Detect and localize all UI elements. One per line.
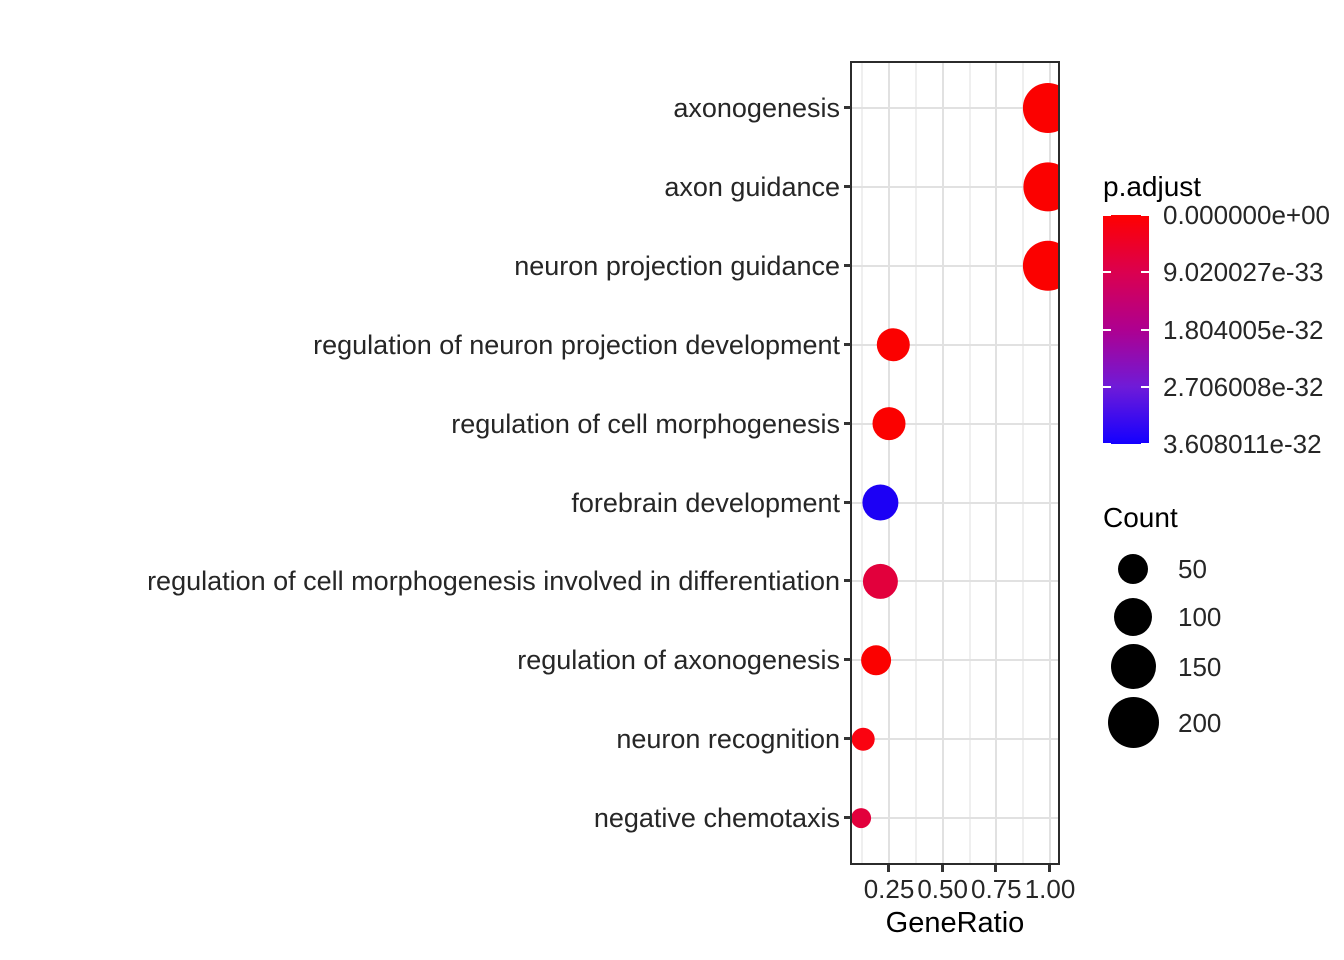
gridline-x-major bbox=[941, 63, 944, 863]
gridline-row bbox=[852, 501, 1058, 504]
dot-axon-guidance bbox=[1023, 162, 1058, 212]
colorbar-tick-label: 0.000000e+00 bbox=[1163, 200, 1331, 230]
gridline-row bbox=[852, 343, 1058, 346]
x-axis-title: GeneRatio bbox=[885, 907, 1025, 939]
y-axis-tick bbox=[844, 658, 851, 662]
dot-regulation-of-cell-morphogenesis-involved-in-differentiation bbox=[862, 563, 898, 599]
colorbar-tick-right bbox=[1141, 328, 1149, 331]
y-axis-tick bbox=[844, 500, 851, 504]
y-axis-tick bbox=[844, 184, 851, 188]
gridline-row bbox=[852, 422, 1058, 425]
x-axis-tick bbox=[994, 865, 998, 872]
x-axis-tick-label: 0.50 bbox=[917, 874, 968, 904]
gridline-row bbox=[852, 107, 1058, 109]
x-axis-tick-label: 0.25 bbox=[863, 874, 915, 904]
dot-forebrain-development bbox=[862, 484, 899, 521]
gridline-x-major bbox=[888, 63, 890, 863]
dot-negative-chemotaxis bbox=[852, 808, 872, 829]
gridline-row bbox=[852, 185, 1058, 188]
count-legend-label: 100 bbox=[1178, 602, 1222, 632]
colorbar-tick-right bbox=[1141, 385, 1149, 388]
count-legend-label: 150 bbox=[1178, 651, 1222, 682]
dot-regulation-of-neuron-projection-development bbox=[876, 328, 910, 362]
y-axis-label: regulation of cell morphogenesis involve… bbox=[147, 566, 840, 597]
y-axis-tick bbox=[844, 816, 851, 820]
gridline-row bbox=[852, 659, 1058, 662]
x-axis-tick-label: 0.75 bbox=[971, 874, 1022, 904]
dot-regulation-of-axonogenesis bbox=[861, 645, 892, 676]
gridline-row bbox=[852, 580, 1058, 583]
count-legend-label: 200 bbox=[1178, 707, 1222, 738]
y-axis-label: regulation of cell morphogenesis bbox=[451, 408, 840, 439]
colorbar-tick-left bbox=[1103, 271, 1111, 274]
y-axis-tick bbox=[844, 579, 851, 583]
plot-panel bbox=[850, 61, 1060, 865]
x-axis-tick bbox=[1048, 865, 1051, 872]
y-axis-label: axonogenesis bbox=[673, 93, 840, 123]
colorbar-tick-right bbox=[1141, 271, 1149, 274]
dot-axonogenesis bbox=[1022, 83, 1058, 133]
count-legend-circle bbox=[1114, 598, 1152, 636]
gridline-x-minor bbox=[914, 63, 917, 863]
colorbar-tick-left bbox=[1103, 443, 1111, 445]
count-legend-circle bbox=[1110, 644, 1156, 689]
y-axis-label: forebrain development bbox=[571, 487, 840, 518]
y-axis-label: neuron projection guidance bbox=[514, 250, 840, 281]
colorbar-tick-right bbox=[1141, 214, 1149, 216]
y-axis-label: regulation of axonogenesis bbox=[517, 645, 840, 676]
gridline-x-minor bbox=[861, 63, 864, 863]
dot-neuron-projection-guidance bbox=[1022, 240, 1058, 291]
y-axis-tick bbox=[844, 106, 851, 109]
y-axis-tick bbox=[844, 342, 851, 346]
y-axis-label: regulation of neuron projection developm… bbox=[313, 329, 840, 360]
padjust-legend-title: p.adjust bbox=[1103, 171, 1202, 202]
count-legend-title: Count bbox=[1103, 502, 1178, 533]
y-axis-label: negative chemotaxis bbox=[593, 803, 840, 834]
gridline-x-minor bbox=[1022, 63, 1025, 863]
colorbar-tick-left bbox=[1103, 385, 1111, 388]
gridline-x-major bbox=[995, 63, 998, 863]
gridline-x-minor bbox=[968, 63, 971, 863]
count-legend-label: 50 bbox=[1178, 554, 1207, 584]
dot-neuron-recognition bbox=[852, 727, 875, 751]
colorbar-tick-left bbox=[1103, 328, 1111, 331]
x-axis-tick-label: 1.00 bbox=[1024, 874, 1076, 904]
colorbar-tick-label: 3.608011e-32 bbox=[1163, 429, 1322, 459]
dot-layer bbox=[852, 83, 1058, 829]
gridline-row bbox=[852, 738, 1058, 741]
y-axis-tick bbox=[844, 421, 851, 425]
colorbar-tick-label: 1.804005e-32 bbox=[1163, 314, 1324, 345]
y-axis-label: neuron recognition bbox=[616, 724, 840, 755]
y-axis-tick bbox=[844, 737, 851, 741]
colorbar-tick-label: 9.020027e-33 bbox=[1163, 257, 1324, 288]
dot-regulation-of-cell-morphogenesis bbox=[872, 407, 906, 441]
count-legend-circle bbox=[1118, 554, 1148, 584]
colorbar-tick-label: 2.706008e-32 bbox=[1163, 371, 1324, 402]
colorbar-tick-left bbox=[1103, 214, 1111, 216]
colorbar-tick-right bbox=[1141, 443, 1149, 445]
x-axis-tick bbox=[940, 865, 944, 872]
gridline-row bbox=[852, 817, 1058, 820]
x-axis-tick bbox=[887, 865, 890, 872]
count-legend-circle bbox=[1107, 697, 1159, 748]
y-axis-label: axon guidance bbox=[664, 171, 840, 202]
y-axis-tick bbox=[844, 263, 851, 267]
gridline-row bbox=[852, 264, 1058, 267]
gridline-x-major bbox=[1049, 63, 1051, 863]
